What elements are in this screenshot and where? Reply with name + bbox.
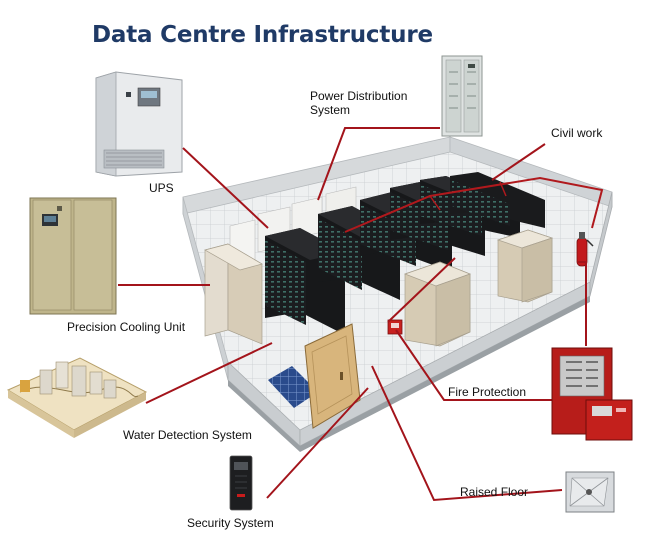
raised-floor-tile-icon (565, 471, 615, 513)
leader-extinguisher (578, 261, 587, 346)
leader-fire-alarm (387, 257, 456, 323)
leader-security (266, 387, 369, 499)
label-security-system: Security System (187, 516, 274, 530)
leader-fire (395, 329, 556, 401)
fire-alarm-panel-icon (551, 347, 633, 441)
precision-cooling-unit-icon (29, 197, 117, 315)
leader-floor (371, 365, 563, 502)
leader-pds (317, 127, 440, 201)
fire-suppression-pipe (344, 176, 604, 233)
label-water-detection: Water Detection System (123, 428, 252, 442)
ups-icon (95, 71, 183, 177)
water-detection-system-icon (6, 357, 148, 438)
label-fire-protection: Fire Protection (448, 385, 527, 399)
fire-extinguisher-icon (576, 232, 594, 267)
server-rack-rows (265, 172, 545, 335)
label-raised-floor: Raised Floor (460, 485, 529, 499)
fire-alarm-box (387, 319, 403, 335)
label-civil-work: Civil work (551, 126, 603, 140)
label-power-distribution-line2: System (310, 103, 351, 117)
leader-lines (118, 127, 587, 502)
label-precision-cooling: Precision Cooling Unit (67, 320, 186, 334)
page-title: Data Centre Infrastructure (92, 22, 433, 48)
leader-civil (491, 143, 546, 181)
floor-tiles (268, 366, 318, 408)
power-distribution-cabinet-icon (441, 55, 483, 137)
label-power-distribution-line1: Power Distribution (310, 89, 408, 103)
cooling-cabinets (204, 229, 554, 347)
data-centre-room (182, 136, 613, 452)
door-icon (304, 323, 361, 429)
label-ups: UPS (149, 181, 174, 195)
security-keypad-icon (229, 455, 253, 511)
leader-water (145, 342, 273, 404)
leader-ups (182, 147, 269, 229)
